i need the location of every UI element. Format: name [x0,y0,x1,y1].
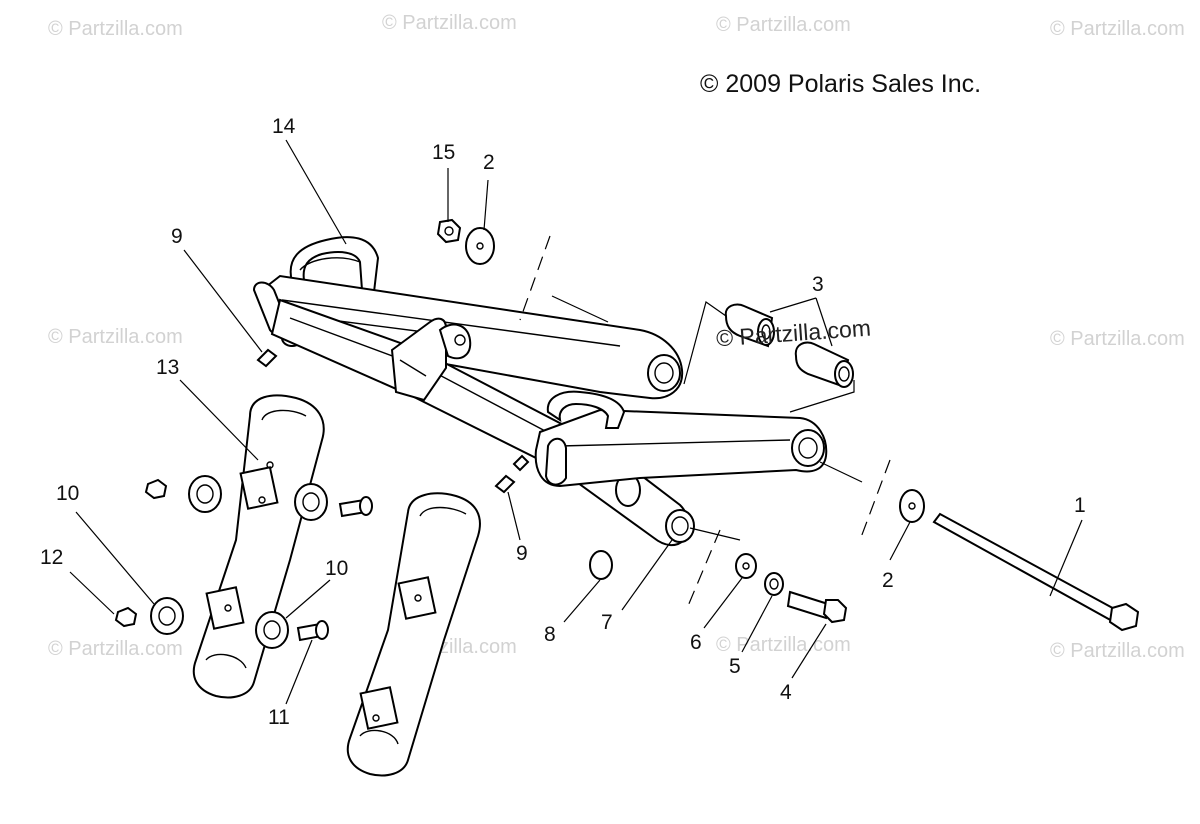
callout-10: 10 [325,557,349,580]
leader-line [483,179,489,231]
assembly-line [683,301,727,385]
watermark: © Partzilla.com [382,12,517,34]
leader-line [889,521,911,561]
assembly-line [789,380,855,413]
callout-11: 11 [268,706,290,729]
leader-line [791,623,827,679]
fitting-9-lower [494,454,530,494]
callout-13: 13 [156,356,180,379]
watermark: © Partzilla.com [48,326,183,348]
leader-line [285,139,347,245]
bushing-3-lower [794,341,854,388]
assembly-line [859,459,891,541]
leader-line [621,539,673,611]
leader-line [1049,519,1083,597]
washer-2-lower [899,489,925,523]
leader-line [285,639,313,705]
washer-2-top [465,227,495,265]
copyright-notice: © 2009 Polaris Sales Inc. [700,70,982,98]
watermark: © Partzilla.com [716,14,851,36]
bushing-10-c [150,597,184,635]
callout-1: 1 [1074,494,1086,517]
washer-5 [764,572,784,596]
callout-2: 2 [882,569,894,592]
nut-12 [114,606,138,628]
link-plate-13 [192,394,325,699]
fitting-9-upper [256,348,278,368]
bolt-4 [786,590,848,624]
leader-line [75,511,155,605]
assembly-line [551,295,609,323]
nut-12-upper [144,478,168,500]
leader-line [507,491,521,541]
oring-8 [589,550,613,580]
watermark: © Partzilla.com [48,18,183,40]
watermark: © Partzilla.com [48,638,183,660]
leader-line [183,249,263,353]
leader-line [815,297,833,347]
lower-arm [534,408,828,488]
callout-12: 12 [40,546,64,569]
assembly-line [519,235,551,321]
callout-6: 6 [690,631,702,654]
link-plate [346,492,481,777]
callout-7: 7 [601,611,613,634]
watermark: © Partzilla.com [1050,18,1185,40]
nut-15 [436,218,462,244]
leader-line [741,595,773,653]
callout-3: 3 [812,273,824,296]
callout-10: 10 [56,482,80,505]
leader-line [563,579,601,623]
assembly-line [687,529,721,607]
leader-line [285,579,331,619]
bushing-10-a [188,475,222,513]
callout-9: 9 [516,542,528,565]
handle-lower [546,390,626,429]
leader-line [179,379,259,461]
bolt-11-upper [338,496,373,518]
watermark: © Partzilla.com [1050,640,1185,662]
bushing-10-d [255,611,289,649]
callout-15: 15 [432,141,456,164]
assembly-line [689,527,741,541]
watermark: © Partzilla.com [716,634,851,656]
leader-line [69,571,115,615]
washer-6 [735,553,757,579]
bolt-1 [932,512,1140,632]
bushing-3-upper [724,303,775,348]
callout-5: 5 [729,655,741,678]
callout-14: 14 [272,115,296,138]
bushing-10-b [294,483,328,521]
watermark: © Partzilla.com [1050,328,1185,350]
leader-line [769,297,817,313]
callout-9: 9 [171,225,183,248]
leader-line [703,577,743,629]
callout-2: 2 [483,151,495,174]
callout-4: 4 [780,681,792,704]
bolt-11 [296,620,329,642]
assembly-line [819,461,863,483]
callout-8: 8 [544,623,556,646]
